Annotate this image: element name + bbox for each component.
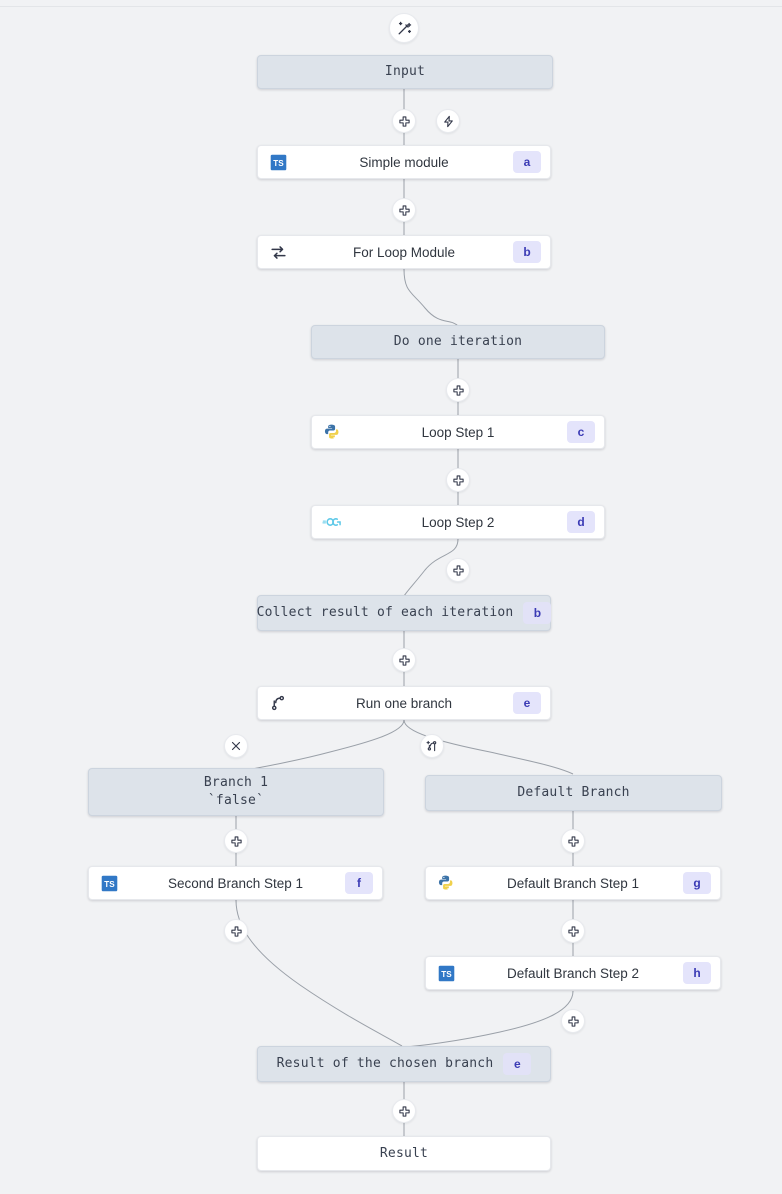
node-label: Loop Step 1: [421, 424, 495, 440]
plus-icon: [398, 204, 410, 216]
node-second-branch-step-1[interactable]: TS Second Branch Step 1 f: [88, 866, 383, 900]
trigger-button[interactable]: [436, 109, 460, 133]
node-label: Collect result of each iteration: [256, 605, 514, 621]
delete-branch-button[interactable]: [224, 734, 248, 758]
plus-icon: [230, 925, 242, 937]
node-label: For Loop Module: [352, 244, 456, 260]
magic-wand-button[interactable]: [389, 13, 419, 43]
node-label: Default Branch: [517, 785, 630, 801]
add-after-collect-button[interactable]: [392, 648, 416, 672]
node-chosen-result[interactable]: Result of the chosen branch e: [257, 1046, 551, 1082]
node-label: Run one branch: [355, 695, 453, 711]
node-badge: b: [513, 241, 541, 263]
node-badge: f: [345, 872, 373, 894]
node-label: Second Branch Step 1: [167, 875, 304, 891]
typescript-icon: TS: [268, 152, 288, 172]
add-after-default-branch-step-2-button[interactable]: [561, 1009, 585, 1033]
node-default-branch[interactable]: Default Branch: [425, 775, 722, 811]
add-after-default-branch-step-1-button[interactable]: [561, 919, 585, 943]
node-collect-result[interactable]: Collect result of each iteration b: [256, 595, 552, 631]
node-badge: c: [567, 421, 595, 443]
add-after-simple-button[interactable]: [392, 198, 416, 222]
node-label: Default Branch Step 2: [506, 965, 640, 981]
magic-wand-icon: [398, 21, 411, 34]
add-branch-button[interactable]: [420, 734, 444, 758]
node-simple-module[interactable]: TS Simple module a: [257, 145, 551, 179]
node-label: Input: [384, 64, 426, 80]
add-in-loop-button[interactable]: [446, 378, 470, 402]
typescript-icon: TS: [99, 873, 119, 893]
typescript-icon: TS: [436, 963, 456, 983]
node-branch-1[interactable]: Branch 1 `false`: [88, 768, 384, 816]
node-input[interactable]: Input: [257, 55, 553, 89]
node-default-branch-step-1[interactable]: Default Branch Step 1 g: [425, 866, 721, 900]
node-label: Simple module: [359, 154, 449, 170]
node-default-branch-step-2[interactable]: TS Default Branch Step 2 h: [425, 956, 721, 990]
plus-icon: [398, 654, 410, 666]
node-result[interactable]: Result: [257, 1136, 551, 1171]
node-badge: g: [683, 872, 711, 894]
loop-icon: [268, 242, 288, 262]
node-do-one-iteration[interactable]: Do one iteration: [311, 325, 605, 359]
node-badge: d: [567, 511, 595, 533]
node-label: Result of the chosen branch: [276, 1056, 494, 1072]
node-badge: h: [683, 962, 711, 984]
add-after-second-branch-step-1-button[interactable]: [224, 919, 248, 943]
node-label: Result: [379, 1145, 429, 1161]
node-badge: b: [523, 602, 552, 624]
python-icon: [322, 422, 342, 442]
add-after-input-button[interactable]: [392, 109, 416, 133]
svg-text:TS: TS: [441, 970, 452, 979]
top-divider: [0, 6, 782, 7]
python-icon: [436, 873, 456, 893]
node-run-one-branch[interactable]: Run one branch e: [257, 686, 551, 720]
plus-icon: [567, 835, 579, 847]
node-badge: e: [503, 1053, 532, 1075]
close-icon: [231, 741, 241, 751]
node-label: Do one iteration: [393, 334, 523, 350]
plus-icon: [398, 1105, 410, 1117]
node-label: Branch 1 `false`: [203, 775, 269, 808]
node-label: Default Branch Step 1: [506, 875, 640, 891]
svg-text:TS: TS: [104, 880, 115, 889]
svg-text:TS: TS: [273, 159, 284, 168]
node-for-loop-module[interactable]: For Loop Module b: [257, 235, 551, 269]
plus-icon: [452, 564, 464, 576]
plus-icon: [452, 474, 464, 486]
plus-icon: [452, 384, 464, 396]
node-badge: e: [513, 692, 541, 714]
node-badge: a: [513, 151, 541, 173]
node-loop-step-2[interactable]: Loop Step 2 d: [311, 505, 605, 539]
plus-icon: [398, 115, 410, 127]
add-after-loop-step-2-button[interactable]: [446, 558, 470, 582]
plus-icon: [567, 1015, 579, 1027]
add-after-loop-step-1-button[interactable]: [446, 468, 470, 492]
add-branch-icon: [426, 740, 437, 752]
plus-icon: [567, 925, 579, 937]
node-label: Loop Step 2: [421, 514, 495, 530]
add-in-default-branch-button[interactable]: [561, 829, 585, 853]
add-before-result-button[interactable]: [392, 1099, 416, 1123]
branch-icon: [268, 693, 288, 713]
go-icon: [322, 512, 342, 532]
plus-icon: [230, 835, 242, 847]
node-loop-step-1[interactable]: Loop Step 1 c: [311, 415, 605, 449]
add-in-branch-1-button[interactable]: [224, 829, 248, 853]
lightning-icon: [443, 115, 453, 127]
